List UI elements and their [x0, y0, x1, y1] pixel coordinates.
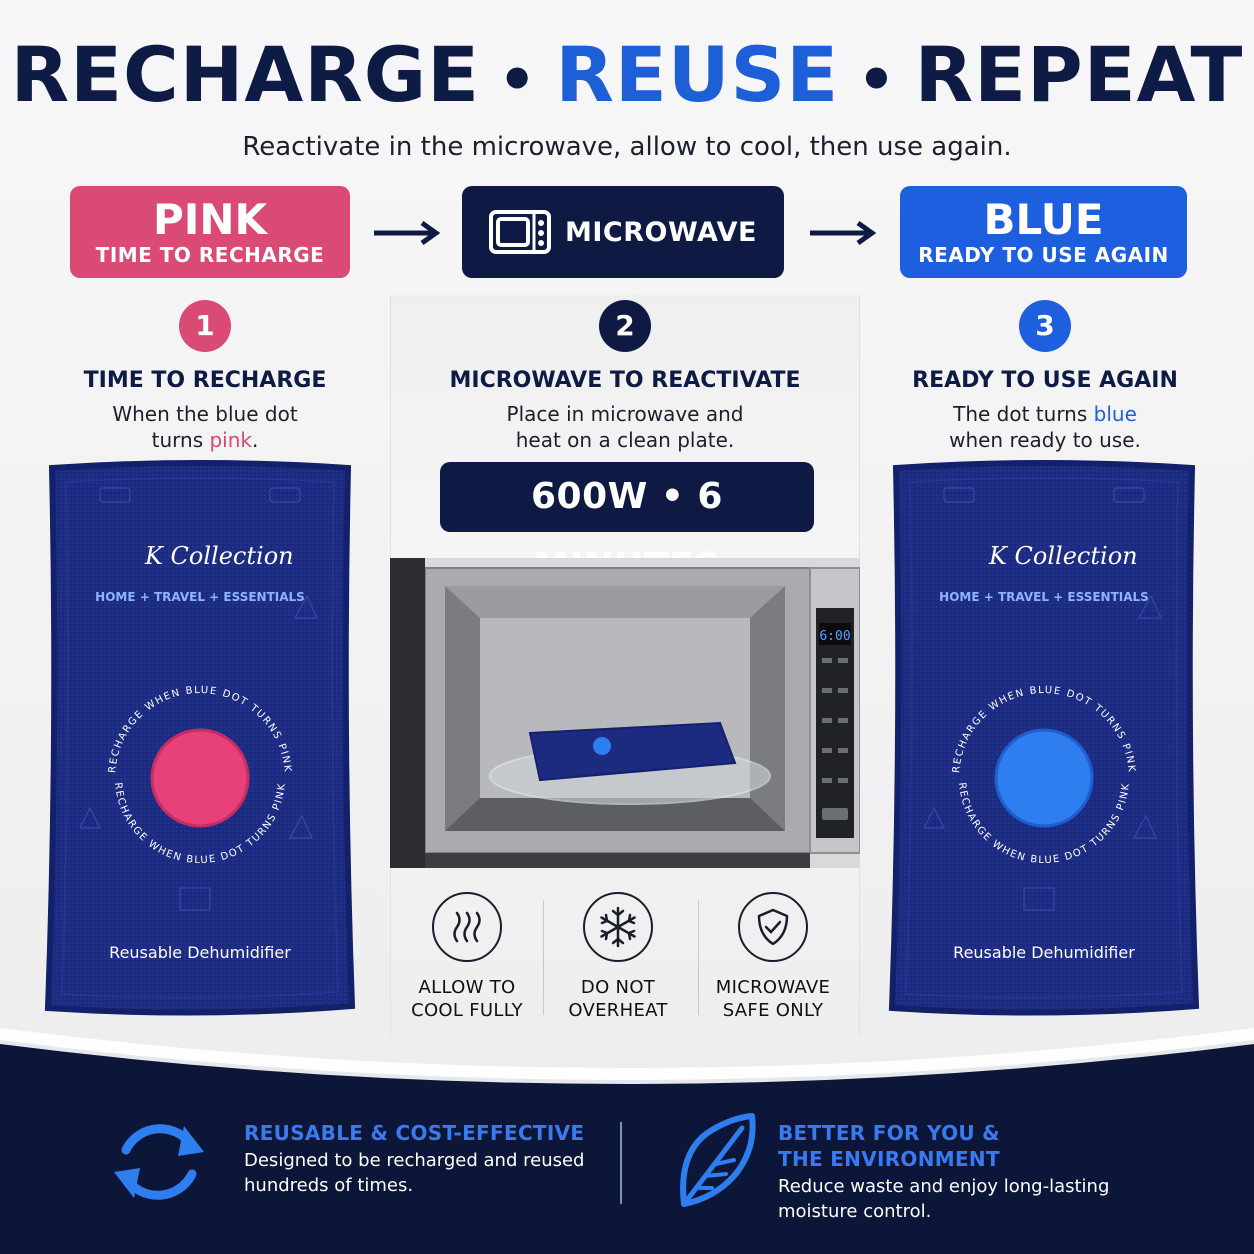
power-time-badge: 600W • 6 MINUTES: [440, 462, 814, 587]
step-desc-pink-word: pink: [209, 428, 252, 452]
headline-recharge: RECHARGE: [10, 30, 481, 119]
step-3: 3 READY TO USE AGAIN The dot turns blue …: [900, 300, 1190, 453]
step-desc-line: The dot turns blue: [900, 401, 1190, 427]
footer-title-line: BETTER FOR YOU &: [778, 1121, 1000, 1145]
step-desc-line: When the blue dot: [112, 402, 298, 426]
footer-divider: [620, 1122, 622, 1204]
footer-desc-line: Reduce waste and enjoy long-lasting: [778, 1176, 1110, 1197]
tip-label-line: SAFE ONLY: [722, 1000, 824, 1021]
pink-status-pill: PINK TIME TO RECHARGE: [70, 186, 350, 278]
step-title: READY TO USE AGAIN: [912, 368, 1178, 393]
step-desc-line: heat on a clean plate.: [515, 428, 735, 452]
footer-description: Designed to be recharged and reused hundr…: [244, 1148, 604, 1198]
bag-label: Reusable Dehumidifier: [109, 943, 291, 962]
footer-desc-line: moisture control.: [778, 1201, 932, 1222]
snowflake-icon: [583, 892, 653, 962]
dehumidifier-bag-pink: K Collection HOME + TRAVEL + ESSENTIALS …: [44, 460, 356, 1016]
step-desc-text: .: [252, 428, 259, 452]
footer-desc-line: hundreds of times.: [244, 1175, 414, 1196]
bag-tagline: HOME + TRAVEL + ESSENTIALS: [939, 590, 1149, 604]
tip-label-line: DO NOT: [580, 977, 656, 998]
step-description: Place in microwave and heat on a clean p…: [430, 401, 820, 453]
step-desc-text: turns: [151, 428, 210, 452]
footer-desc-line: Designed to be recharged and reused: [244, 1150, 585, 1171]
step-number: 2: [599, 300, 651, 352]
step-2: 2 MICROWAVE TO REACTIVATE Place in micro…: [430, 300, 820, 453]
microwave-display: 6:00: [819, 629, 850, 644]
microwave-step-pill: MICROWAVE: [462, 186, 784, 278]
headline-repeat: REPEAT: [914, 30, 1244, 119]
headline-separator: •: [498, 45, 538, 115]
footer-title-line: THE ENVIRONMENT: [778, 1147, 1000, 1171]
subheadline: Reactivate in the microwave, allow to co…: [242, 132, 1012, 162]
step-description: The dot turns blue when ready to use.: [900, 401, 1190, 453]
step-number: 1: [179, 300, 231, 352]
tip-label-line: ALLOW TO: [418, 977, 516, 998]
step-desc-line: Place in microwave and: [506, 402, 744, 426]
headline-separator: •: [857, 45, 897, 115]
shield-check-icon: [738, 892, 808, 962]
microwave-illustration: 6:00: [390, 558, 860, 868]
footer-title: REUSABLE & COST-EFFECTIVE: [244, 1121, 585, 1145]
blue-status-pill: BLUE READY TO USE AGAIN: [900, 186, 1187, 278]
pink-pill-title: PINK: [152, 195, 268, 244]
footer-environment: BETTER FOR YOU &THE ENVIRONMENT Reduce w…: [778, 1120, 1178, 1224]
heat-waves-icon: [432, 892, 502, 962]
step-desc-text: The dot turns: [953, 402, 1094, 426]
footer-title: BETTER FOR YOU &THE ENVIRONMENT: [778, 1120, 1178, 1172]
pink-pill-caption: TIME TO RECHARGE: [95, 243, 325, 267]
step-desc-blue-word: blue: [1093, 402, 1137, 426]
bag-label: Reusable Dehumidifier: [953, 943, 1135, 962]
pink-indicator-dot: [152, 730, 248, 826]
step-1: 1 TIME TO RECHARGE When the blue dot tur…: [60, 300, 350, 453]
headline: RECHARGE•REUSE•REPEAT: [0, 30, 1254, 119]
headline-reuse: REUSE: [555, 30, 840, 119]
arrow-right-icon: [374, 220, 441, 246]
tip-divider: [543, 900, 544, 1015]
arrow-right-icon: [810, 220, 877, 246]
step-title: MICROWAVE TO REACTIVATE: [449, 368, 801, 393]
blue-pill-caption: READY TO USE AGAIN: [918, 243, 1169, 267]
step-desc-line: when ready to use.: [949, 428, 1141, 452]
tip-divider: [698, 900, 699, 1015]
footer-reusable: REUSABLE & COST-EFFECTIVE Designed to be…: [244, 1120, 604, 1198]
step-title: TIME TO RECHARGE: [83, 368, 327, 393]
blue-indicator-dot: [996, 730, 1092, 826]
footer-band: [0, 1028, 1254, 1254]
microwave-pill-label: MICROWAVE: [565, 216, 757, 248]
dehumidifier-bag-blue: K Collection HOME + TRAVEL + ESSENTIALS …: [888, 460, 1200, 1016]
tip-label-line: OVERHEAT: [568, 1000, 668, 1021]
bag-tagline: HOME + TRAVEL + ESSENTIALS: [95, 590, 305, 604]
blue-pill-title: BLUE: [983, 195, 1104, 244]
step-number: 3: [1019, 300, 1071, 352]
recycle-arrows-icon: [114, 1124, 204, 1200]
tip-label-line: COOL FULLY: [411, 1000, 523, 1021]
microwave-icon: [489, 210, 552, 254]
bag-brand: K Collection: [144, 542, 294, 570]
step-description: When the blue dot turns pink.: [60, 401, 350, 453]
tip-label-line: MICROWAVE: [715, 977, 831, 998]
bag-brand: K Collection: [988, 542, 1138, 570]
footer-description: Reduce waste and enjoy long-lasting moist…: [778, 1174, 1178, 1224]
step-desc-line: turns pink.: [60, 427, 350, 453]
leaf-icon: [680, 1113, 756, 1207]
